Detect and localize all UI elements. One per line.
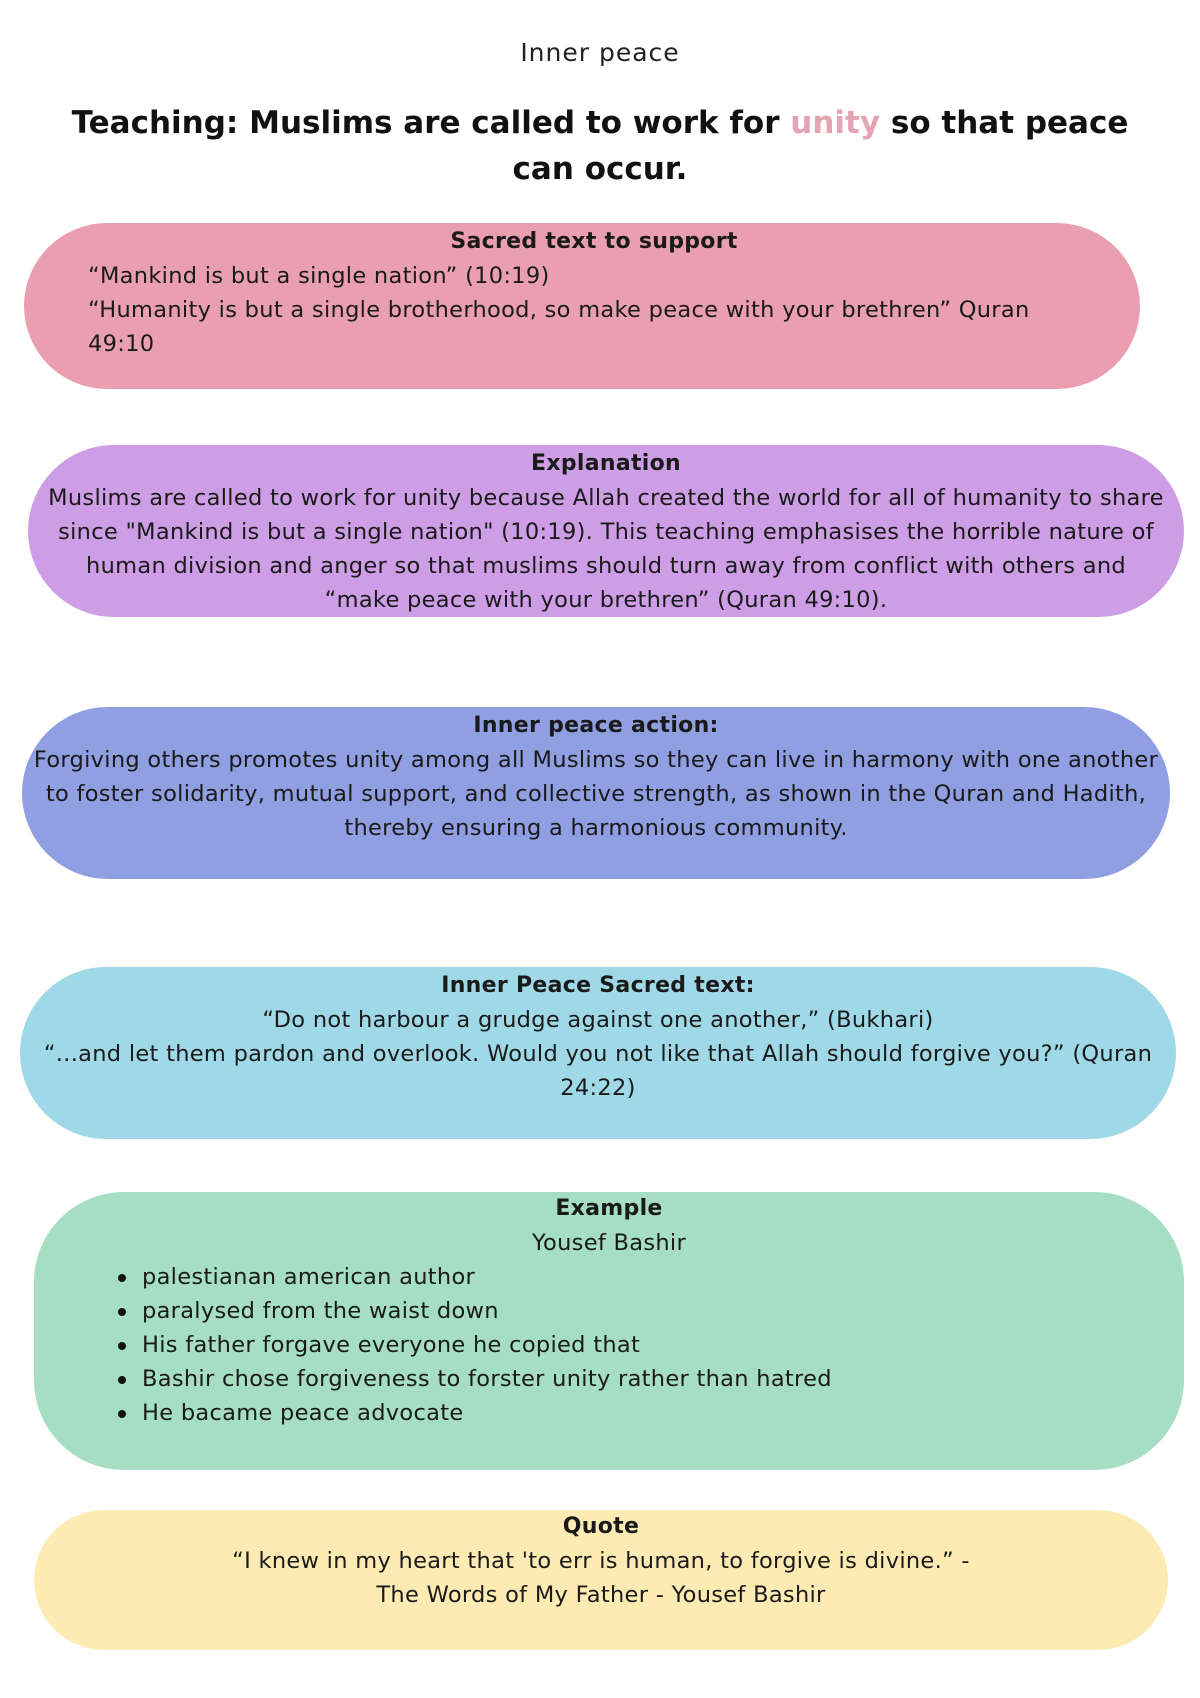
- sacred-text-line-2: “Humanity is but a single brotherhood, s…: [88, 297, 1030, 357]
- example-subtitle: Yousef Bashir: [531, 1230, 687, 1256]
- list-item: He bacame peace advocate: [118, 1396, 1144, 1430]
- inner-peace-action-box: Inner peace action: Forgiving others pro…: [22, 707, 1170, 879]
- heading-text-after: so that peace can occur.: [512, 105, 1129, 187]
- example-title: Example: [555, 1196, 663, 1221]
- explanation-box: Explanation Muslims are called to work f…: [28, 445, 1184, 617]
- quote-box: Quote “I knew in my heart that 'to err i…: [34, 1510, 1168, 1650]
- inner-peace-action-title: Inner peace action:: [473, 713, 719, 738]
- inner-peace-sacred-text-line-1: “Do not harbour a grudge against one ano…: [262, 1007, 934, 1033]
- example-box: Example Yousef Bashir palestianan americ…: [34, 1192, 1184, 1470]
- list-item: paralysed from the waist down: [118, 1294, 1144, 1328]
- heading-highlight: unity: [790, 105, 881, 141]
- list-item: Bashir chose forgiveness to forster unit…: [118, 1362, 1144, 1396]
- teaching-heading: Teaching: Muslims are called to work for…: [40, 100, 1160, 192]
- sacred-text-box: Sacred text to support “Mankind is but a…: [24, 223, 1140, 389]
- heading-text-before: Teaching: Muslims are called to work for: [71, 105, 791, 141]
- inner-peace-sacred-text-line-2: “...and let them pardon and overlook. Wo…: [43, 1041, 1153, 1101]
- explanation-body: Muslims are called to work for unity bec…: [48, 485, 1164, 613]
- inner-peace-sacred-text-title: Inner Peace Sacred text:: [441, 973, 755, 998]
- explanation-title: Explanation: [531, 451, 681, 476]
- list-item: palestianan american author: [118, 1260, 1144, 1294]
- quote-title: Quote: [562, 1514, 640, 1539]
- sacred-text-title: Sacred text to support: [450, 229, 738, 254]
- quote-line-1: “I knew in my heart that 'to err is huma…: [232, 1548, 970, 1574]
- inner-peace-action-body: Forgiving others promotes unity among al…: [33, 747, 1159, 841]
- example-bullet-list: palestianan american author paralysed fr…: [74, 1260, 1144, 1430]
- list-item: His father forgave everyone he copied th…: [118, 1328, 1144, 1362]
- inner-peace-sacred-text-box: Inner Peace Sacred text: “Do not harbour…: [20, 967, 1176, 1139]
- page-title: Inner peace: [520, 38, 680, 67]
- quote-line-2: The Words of My Father - Yousef Bashir: [376, 1582, 826, 1608]
- sacred-text-line-1: “Mankind is but a single nation” (10:19): [88, 263, 550, 289]
